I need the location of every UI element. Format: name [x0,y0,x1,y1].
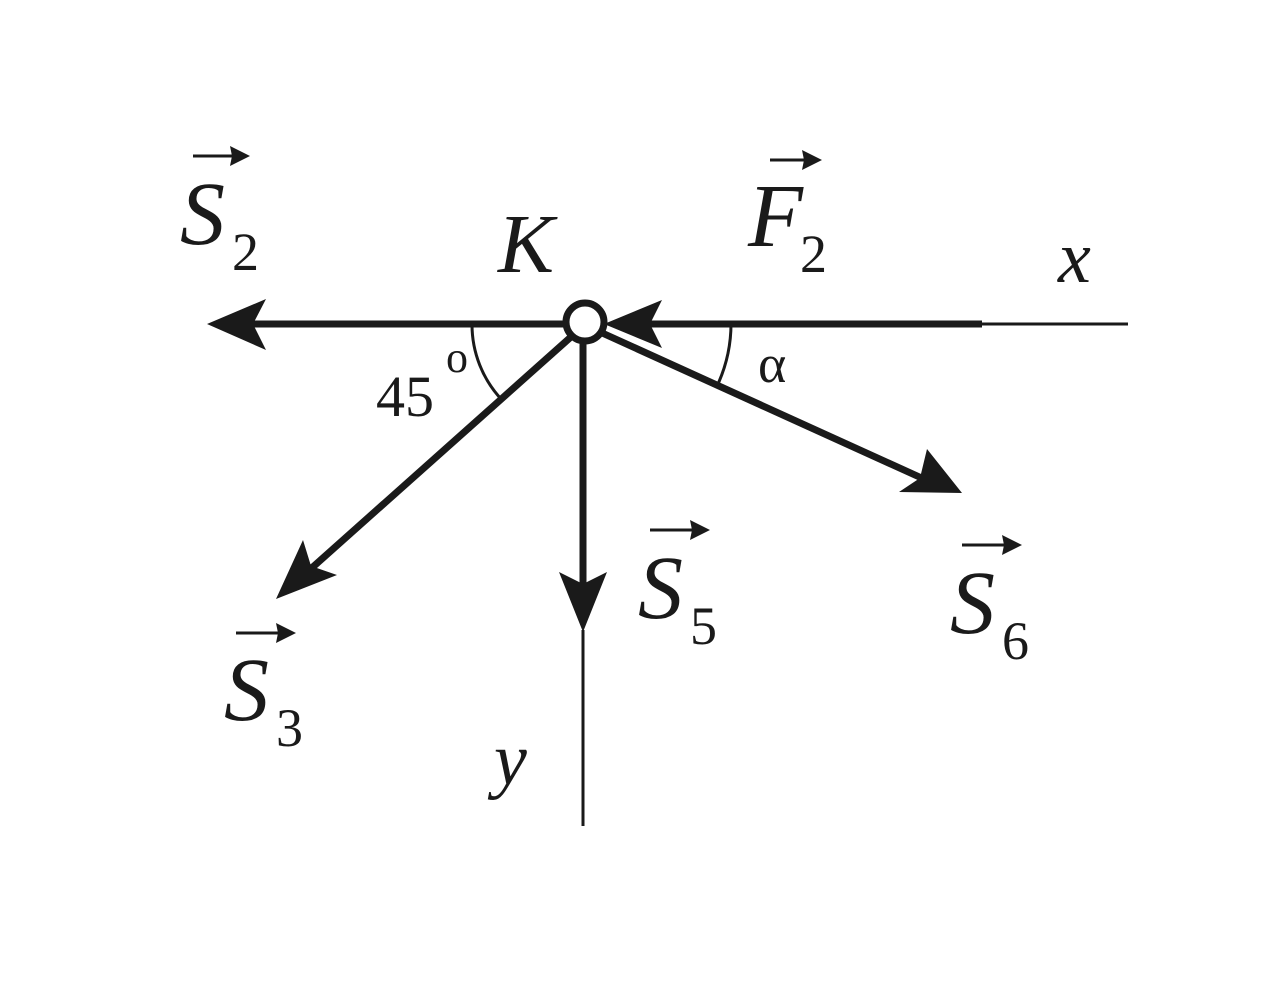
node-k-circle [562,299,608,345]
angle-45-arc [470,323,504,402]
s5-symbol: S [638,539,683,638]
s5-arrowhead [559,572,607,632]
f2-symbol: F [747,167,804,266]
f2-subscript: 2 [800,224,827,284]
f2-overarrow-head [802,150,822,170]
s3-symbol: S [224,641,269,740]
node-label: K [497,198,558,291]
s3-vector-shaft [302,333,575,577]
y-axis-label: y [487,719,527,801]
s2-arrowhead [207,299,266,350]
s3-label: S 3 [224,623,303,758]
s2-subscript: 2 [232,222,259,282]
s3-subscript: 3 [276,698,303,758]
s6-label: S 6 [950,535,1029,671]
s2-symbol: S [180,165,225,264]
s2-label: S 2 [180,146,259,282]
s5-label: S 5 [638,520,717,656]
s5-subscript: 5 [690,596,717,656]
s6-arrowhead [899,449,962,493]
angle-45-degree-mark: o [446,333,468,382]
f2-arrowhead [604,300,662,348]
s6-subscript: 6 [1002,611,1029,671]
s6-overarrow-head [1002,535,1022,555]
f2-label: F 2 [747,150,827,284]
x-axis-label: x [1057,217,1091,299]
angle-alpha-label: α [758,334,786,394]
angle-45-value: 45 [376,364,434,429]
s3-overarrow-head [276,623,296,643]
angle-alpha-arc [716,320,733,385]
s2-overarrow-head [230,146,250,166]
s6-symbol: S [950,554,995,653]
s5-overarrow-head [690,520,710,540]
s3-arrowhead [276,540,337,599]
s6-vector-shaft [598,328,928,484]
